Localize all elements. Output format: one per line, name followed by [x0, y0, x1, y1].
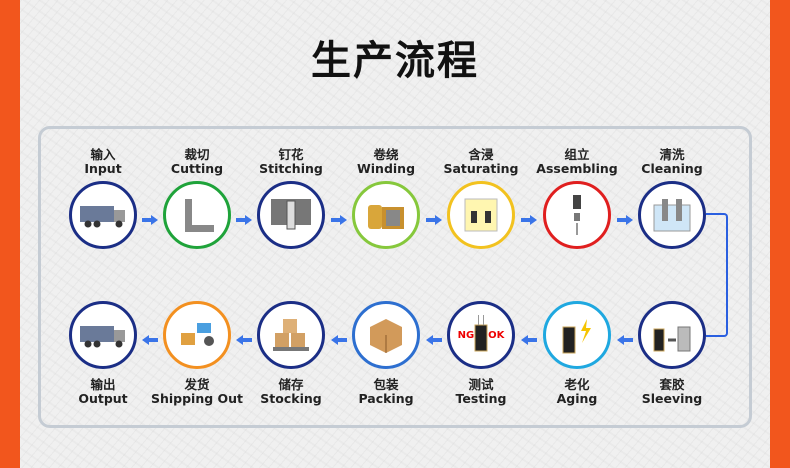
package-icon	[364, 315, 408, 355]
step-en: Testing	[455, 391, 507, 406]
cleaning-tank-icon	[650, 195, 694, 235]
step-cn: 含浸	[468, 147, 494, 162]
step-en: Cutting	[170, 161, 224, 176]
step-circle-stocking	[257, 301, 325, 369]
winding-icon	[364, 195, 408, 235]
step-en: Cleaning	[641, 161, 703, 176]
step-circle-cutting	[163, 181, 231, 249]
arrow-left-icon	[616, 330, 633, 345]
step-cn: 组立	[564, 147, 590, 162]
step-circle-output	[69, 301, 137, 369]
arrow-right-icon	[521, 210, 537, 225]
step-circle-testing: NG OK	[447, 301, 515, 369]
beaker-icon	[459, 195, 503, 235]
step-circle-aging	[543, 301, 611, 369]
step-cn: 清洗	[659, 147, 685, 162]
ng-label: NG	[457, 329, 475, 341]
step-circle-assembling	[543, 181, 611, 249]
step-cn: 裁切	[184, 147, 210, 162]
truck-icon	[78, 200, 128, 230]
step-en: Stocking	[260, 391, 322, 406]
step-en: Input	[84, 161, 122, 176]
arrow-left-icon	[236, 330, 252, 345]
step-circle-cleaning	[638, 181, 706, 249]
assembly-icon	[567, 193, 587, 237]
step-circle-sleeving	[638, 301, 706, 369]
step-cn: 发货	[184, 377, 210, 392]
capacitor-icon: NG OK	[457, 315, 505, 355]
arrow-right-icon	[142, 210, 158, 225]
step-circle-winding	[352, 181, 420, 249]
truck-icon	[78, 320, 128, 350]
arrow-right-icon	[236, 210, 252, 225]
step-en: Winding	[356, 161, 416, 176]
step-en: Assembling	[536, 161, 618, 176]
step-cn: 测试	[468, 377, 494, 392]
step-cn: 钉花	[278, 147, 304, 162]
arrow-left-icon	[521, 330, 537, 345]
right-orange-bar	[770, 0, 790, 468]
step-circle-stitching	[257, 181, 325, 249]
lightning-capacitor-icon	[559, 315, 595, 355]
stitching-machine-icon	[269, 195, 313, 235]
step-en: Stitching	[259, 161, 323, 176]
step-en: Shipping Out	[150, 391, 244, 406]
step-circle-input	[69, 181, 137, 249]
step-circle-shipping-out	[163, 301, 231, 369]
step-cn: 储存	[278, 377, 304, 392]
step-en: Sleeving	[641, 391, 703, 406]
step-cn: 老化	[564, 377, 590, 392]
arrow-left-icon	[330, 330, 347, 345]
step-en: Aging	[556, 391, 598, 406]
sleeve-icon	[650, 315, 694, 355]
step-en: Output	[78, 391, 128, 406]
arrow-right-icon	[330, 210, 347, 225]
step-circle-packing	[352, 301, 420, 369]
step-cn: 输入	[90, 147, 116, 162]
shipping-icon	[175, 315, 219, 355]
left-orange-bar	[0, 0, 20, 468]
arrow-left-icon	[142, 330, 158, 345]
step-cn: 输出	[90, 377, 116, 392]
ok-label: OK	[488, 329, 505, 341]
page-title: 生产流程	[311, 38, 479, 84]
boxes-icon	[269, 315, 313, 355]
step-cn: 包装	[373, 377, 399, 392]
arrow-right-icon	[616, 210, 633, 225]
step-cn: 卷绕	[373, 147, 399, 162]
step-en: Packing	[358, 391, 414, 406]
step-cn: 套胶	[659, 377, 685, 392]
process-frame	[38, 126, 752, 428]
ruler-icon	[177, 195, 217, 235]
arrow-left-icon	[425, 330, 442, 345]
step-en: Saturating	[443, 161, 519, 176]
arrow-right-icon	[425, 210, 442, 225]
row-connector	[706, 213, 728, 337]
step-circle-saturating	[447, 181, 515, 249]
